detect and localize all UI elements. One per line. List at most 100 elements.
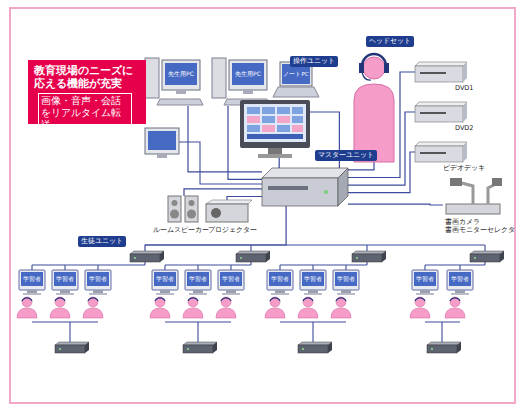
teacher-pc <box>229 60 267 90</box>
touch-panel <box>292 125 303 132</box>
node-text: 先生用PC <box>165 63 197 85</box>
dvd-player <box>415 62 467 66</box>
student-units <box>183 342 217 353</box>
teacher-pc <box>243 90 253 94</box>
document-camera <box>446 178 502 214</box>
group-wire <box>165 322 231 345</box>
group-wire <box>165 262 251 270</box>
video-deck <box>415 142 467 162</box>
screen-label: 学習者 <box>21 272 43 286</box>
node-text: ルームスピーカー <box>153 226 209 234</box>
student-unit-node: 生徒ユニット <box>130 254 160 262</box>
group-wire <box>32 262 145 270</box>
dvd-player <box>420 72 446 74</box>
node-text: 操作ユニット <box>290 56 338 67</box>
video-deck <box>415 146 463 162</box>
node-text: 先生用PC <box>232 63 264 85</box>
headset-node: ヘッドセット <box>352 50 396 162</box>
touch-panel <box>262 125 275 132</box>
touch-panel <box>292 116 303 123</box>
dvd-player <box>463 102 467 122</box>
document-camera <box>492 178 502 186</box>
node-text: マスターユニット <box>315 150 377 161</box>
student-stations <box>150 270 178 318</box>
master-unit-box <box>338 168 348 206</box>
screen-label: 学習者 <box>54 272 76 286</box>
student-bus <box>145 245 485 251</box>
room-speaker <box>168 196 181 222</box>
projector <box>206 200 252 222</box>
projector <box>206 204 248 222</box>
callout-box: 教育現場のニーズに応える機能が充実画像・音声・会話をリアルタイム転送 <box>28 60 146 124</box>
room-speaker <box>185 196 198 222</box>
student-stations <box>331 270 359 318</box>
teacher-pc <box>232 63 264 85</box>
touch-panel <box>262 107 275 114</box>
node-text: 画像・音声・会話をリアルタイム転送 <box>38 93 132 133</box>
touch-panel <box>268 148 282 154</box>
dvd-node: DVD1 <box>415 62 467 82</box>
group-wire <box>425 322 460 345</box>
pc-node: 先生用PC <box>143 56 203 106</box>
teacher-pc <box>212 58 226 98</box>
student-units <box>352 251 386 262</box>
cable-line <box>184 189 262 196</box>
monitor-wire <box>179 142 262 184</box>
group-wire <box>32 322 98 345</box>
student-units <box>427 342 461 353</box>
monitor <box>148 131 176 150</box>
connectors <box>145 72 443 254</box>
projector <box>206 200 252 204</box>
headset-person <box>363 57 385 79</box>
teacher-pc <box>145 58 203 105</box>
room-speaker <box>189 200 195 206</box>
document-camera <box>450 178 462 186</box>
video-deck <box>415 142 467 146</box>
screen-label: 学習者 <box>414 272 436 286</box>
node-text: DVD2 <box>455 124 473 132</box>
node-text: 書画カメラ <box>445 218 480 226</box>
dvd-node: DVD2 <box>415 102 467 122</box>
student-units <box>55 342 89 353</box>
touch-panel <box>262 116 275 123</box>
teacher-pc <box>212 58 270 105</box>
dvd-player <box>415 66 463 82</box>
student-units <box>130 251 164 262</box>
student-units <box>55 251 504 353</box>
control-unit-node: 操作ユニット <box>238 98 312 158</box>
screen-label: 学習者 <box>269 272 291 286</box>
student-stations <box>17 270 45 318</box>
touch-panel <box>247 125 260 132</box>
video-node: ビデオデッキ <box>415 142 467 162</box>
layout-wires <box>32 142 485 345</box>
student-stations <box>216 270 244 318</box>
master-unit-box <box>268 186 308 190</box>
teacher-pc <box>157 99 203 105</box>
pc-node: 先生用PC <box>210 56 270 106</box>
projector <box>211 208 221 218</box>
teacher-pc <box>176 90 186 94</box>
student-stations <box>298 270 326 318</box>
student-units <box>470 251 504 262</box>
headset-person <box>384 63 389 73</box>
master-unit-node: マスターユニット <box>262 168 348 206</box>
speaker-node: ルームスピーカー <box>168 196 200 224</box>
group-wire <box>280 322 346 345</box>
dvd-player <box>415 62 467 82</box>
master-unit-box <box>324 190 328 194</box>
frame <box>10 8 515 403</box>
cable-line <box>348 204 443 206</box>
cable-line <box>145 206 286 254</box>
room-speaker <box>170 210 179 219</box>
touch-panel <box>258 154 292 158</box>
student-stations <box>50 270 78 318</box>
node-text: DVD1 <box>455 84 473 92</box>
screen-label: 学習者 <box>302 272 324 286</box>
master-unit-box <box>262 178 338 206</box>
screen-label: 学習者 <box>87 272 109 286</box>
dvd-player <box>415 102 467 122</box>
laptop <box>273 62 319 97</box>
room-speaker <box>187 210 196 219</box>
video-deck <box>420 152 446 154</box>
